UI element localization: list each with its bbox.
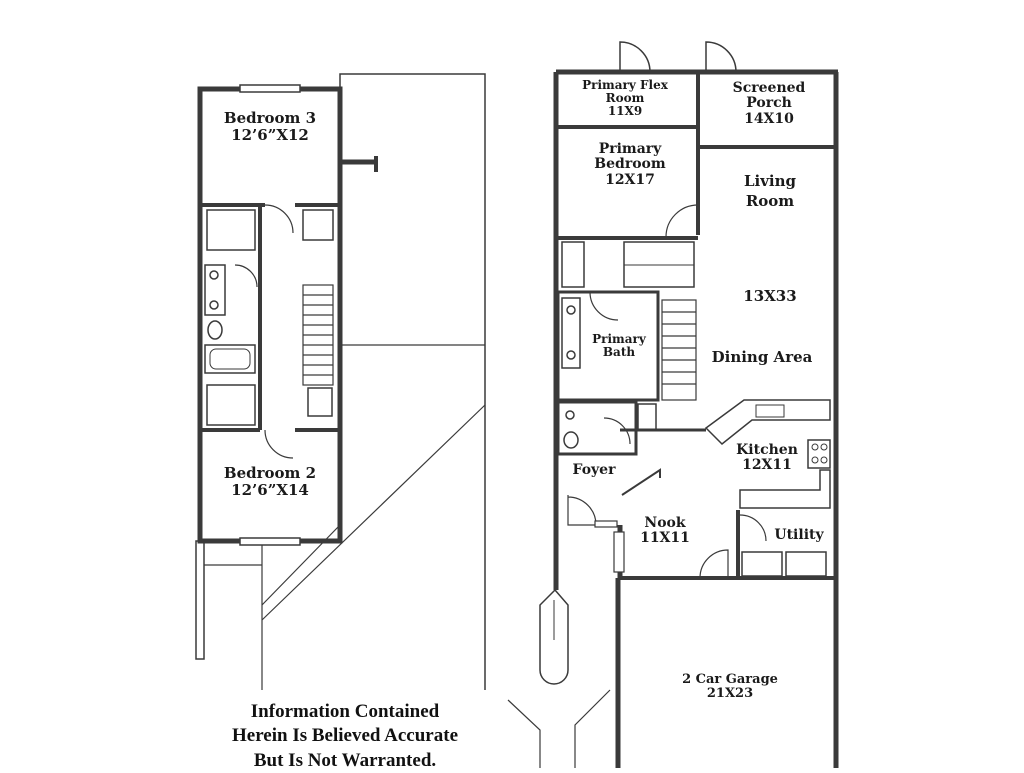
primary-bath-sink-1 bbox=[566, 305, 576, 315]
room-name: Living Room bbox=[743, 172, 797, 210]
primary-bath-sink-2 bbox=[566, 350, 576, 360]
powder-room-door-swing bbox=[603, 417, 631, 445]
disclaimer-line-2: Herein Is Believed Accurate bbox=[231, 725, 458, 747]
room-size: 12X17 bbox=[605, 171, 655, 188]
flex-room-door bbox=[619, 41, 651, 73]
room-name: Utility bbox=[774, 527, 824, 543]
primary-closet-1 bbox=[561, 241, 585, 288]
room-label-living-size: 13X33 bbox=[715, 288, 825, 305]
room-size: 12X11 bbox=[742, 457, 792, 474]
bedroom-2-door-swing bbox=[264, 429, 294, 459]
kitchen-counter-lower bbox=[739, 469, 831, 509]
upper-bath-tub bbox=[204, 344, 256, 374]
room-name: Foyer bbox=[572, 462, 616, 478]
main-floor-plan bbox=[507, 41, 839, 768]
front-door-swing bbox=[567, 495, 597, 526]
disclaimer-line-1: Information Contained bbox=[250, 701, 440, 722]
room-label-foyer: Foyer bbox=[563, 462, 625, 478]
upper-stairs bbox=[302, 284, 334, 386]
room-label-living-room: Living Room bbox=[715, 172, 825, 211]
primary-bedroom-door-swing bbox=[665, 204, 699, 238]
room-name: Bedroom 3 bbox=[223, 109, 317, 127]
upper-bath-sink-2 bbox=[209, 300, 219, 310]
dryer bbox=[785, 551, 827, 577]
room-size: 13X33 bbox=[743, 287, 797, 305]
room-name: Primary Bath bbox=[592, 332, 646, 360]
room-label-utility: Utility bbox=[764, 527, 834, 543]
coat-closet bbox=[637, 403, 657, 431]
room-name: Kitchen bbox=[736, 442, 798, 458]
roof-valley-line-1 bbox=[261, 404, 486, 621]
kitchen-sink bbox=[755, 404, 785, 418]
upper-bath-vanity bbox=[204, 264, 226, 316]
room-label-primary-bath: Primary Bath bbox=[583, 332, 655, 360]
powder-room-toilet bbox=[563, 431, 579, 449]
room-size: 21X23 bbox=[706, 686, 754, 702]
nook-window bbox=[613, 531, 625, 573]
room-size: 12’6”X12 bbox=[231, 125, 309, 144]
upper-floor-lower-stub bbox=[195, 540, 205, 660]
upper-bath-toilet bbox=[207, 320, 223, 340]
upper-hall-closet bbox=[307, 387, 333, 417]
upper-bath-sink-1 bbox=[209, 270, 219, 280]
kitchen-counter-upper bbox=[704, 399, 831, 446]
disclaimer-line-3: But Is Not Warranted. bbox=[253, 749, 437, 771]
primary-bath-vanity bbox=[561, 297, 581, 369]
garage-entry-door bbox=[699, 549, 729, 579]
roof-valley-line-2 bbox=[261, 524, 341, 606]
room-label-bedroom-3: Bedroom 3 12’6”X12 bbox=[205, 110, 335, 143]
kitchen-range bbox=[807, 439, 831, 469]
room-size: 14X10 bbox=[744, 110, 794, 127]
room-name: Bedroom 2 bbox=[223, 464, 317, 482]
powder-room-walls bbox=[556, 400, 638, 456]
bedroom-3-window bbox=[239, 84, 301, 93]
washer bbox=[741, 551, 783, 577]
front-walkway-loop bbox=[539, 588, 569, 685]
room-name: Nook bbox=[644, 515, 686, 531]
room-label-dining-area: Dining Area bbox=[700, 349, 824, 366]
room-label-nook: Nook 11X11 bbox=[625, 515, 705, 547]
primary-bath-walls bbox=[556, 290, 660, 402]
room-size: 11X9 bbox=[607, 104, 643, 119]
linen-closet bbox=[302, 209, 334, 241]
room-name: Primary Flex Room bbox=[582, 78, 668, 106]
room-label-primary-bedroom: Primary Bedroom 12X17 bbox=[575, 141, 685, 188]
main-stairs bbox=[661, 299, 697, 401]
foyer-railing bbox=[621, 468, 661, 496]
upper-bath-door-swing bbox=[234, 264, 258, 288]
room-label-screened-porch: Screened Porch 14X10 bbox=[710, 80, 828, 127]
room-size: 12’6”X14 bbox=[231, 480, 309, 499]
room-name: Dining Area bbox=[711, 348, 813, 366]
room-size: 11X11 bbox=[640, 530, 690, 547]
upper-bath-tub-basin bbox=[209, 348, 251, 370]
primary-bath-door-swing bbox=[589, 291, 619, 321]
roof-outline-upper bbox=[339, 73, 486, 345]
driveway-edge-left bbox=[507, 699, 541, 768]
front-door-threshold bbox=[594, 520, 618, 528]
utility-door-swing bbox=[739, 514, 767, 542]
room-name: Screened Porch bbox=[732, 80, 806, 112]
bedroom-2-closet bbox=[206, 384, 256, 426]
bedroom-3-door-swing bbox=[264, 204, 294, 234]
room-name: Primary Bedroom bbox=[594, 141, 666, 173]
bedroom-3-closet bbox=[206, 209, 256, 251]
powder-room-sink bbox=[565, 410, 575, 420]
bedroom-2-window bbox=[239, 537, 301, 546]
disclaimer-text: Information Contained Herein Is Believed… bbox=[180, 700, 510, 773]
driveway-edge-right bbox=[574, 689, 611, 768]
porch-door bbox=[705, 41, 737, 73]
room-label-kitchen: Kitchen 12X11 bbox=[720, 442, 814, 474]
room-label-garage: 2 Car Garage 21X23 bbox=[660, 672, 800, 702]
room-label-bedroom-2: Bedroom 2 12’6”X14 bbox=[205, 465, 335, 498]
room-label-primary-flex-room: Primary Flex Room 11X9 bbox=[565, 78, 685, 119]
upper-floor-plan bbox=[195, 73, 486, 690]
room-name: 2 Car Garage bbox=[682, 672, 778, 687]
